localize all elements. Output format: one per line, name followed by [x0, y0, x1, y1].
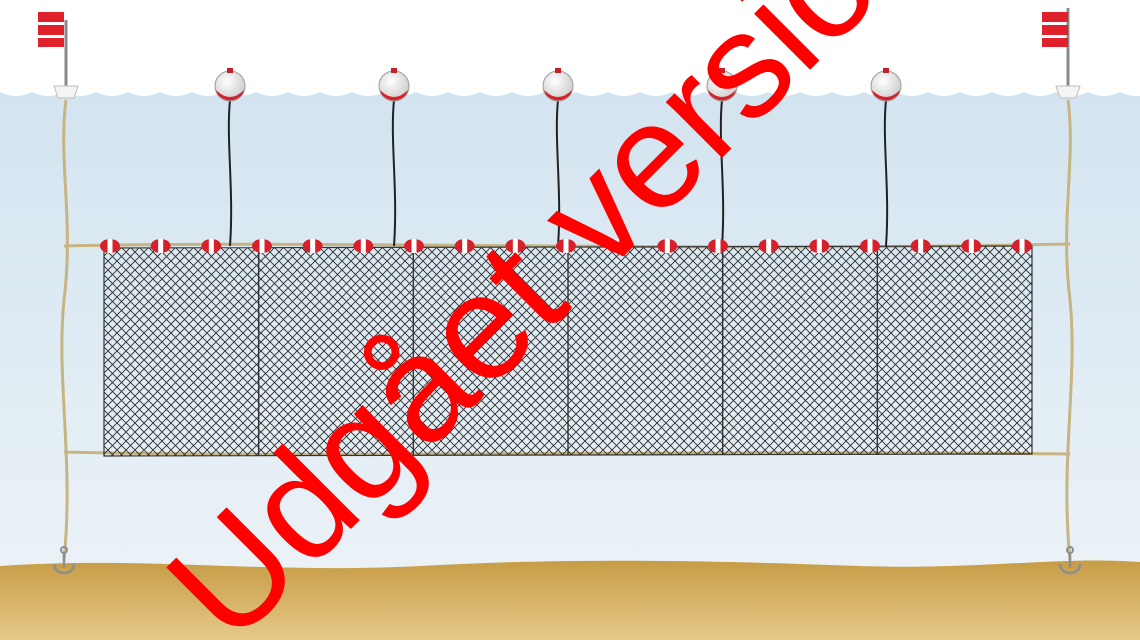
float-icon — [151, 239, 171, 253]
float-icon — [556, 239, 576, 253]
float-icon — [1012, 239, 1032, 253]
float-icon — [708, 239, 728, 253]
float-icon — [100, 239, 120, 253]
seabed — [0, 560, 1140, 640]
float-icon — [252, 239, 272, 253]
float-icon — [505, 239, 525, 253]
float-icon — [303, 239, 323, 253]
float-icon — [404, 239, 424, 253]
float-icon — [657, 239, 677, 253]
float-icon — [860, 239, 880, 253]
float-icon — [353, 239, 373, 253]
flag-icon — [38, 12, 64, 47]
net — [104, 246, 1032, 456]
float-icon — [809, 239, 829, 253]
float-icon — [455, 239, 475, 253]
float-icon — [759, 239, 779, 253]
float-icon — [607, 239, 627, 253]
float-icon — [961, 239, 981, 253]
float-icon — [201, 239, 221, 253]
float-icon — [911, 239, 931, 253]
flag-icon — [1042, 12, 1068, 47]
